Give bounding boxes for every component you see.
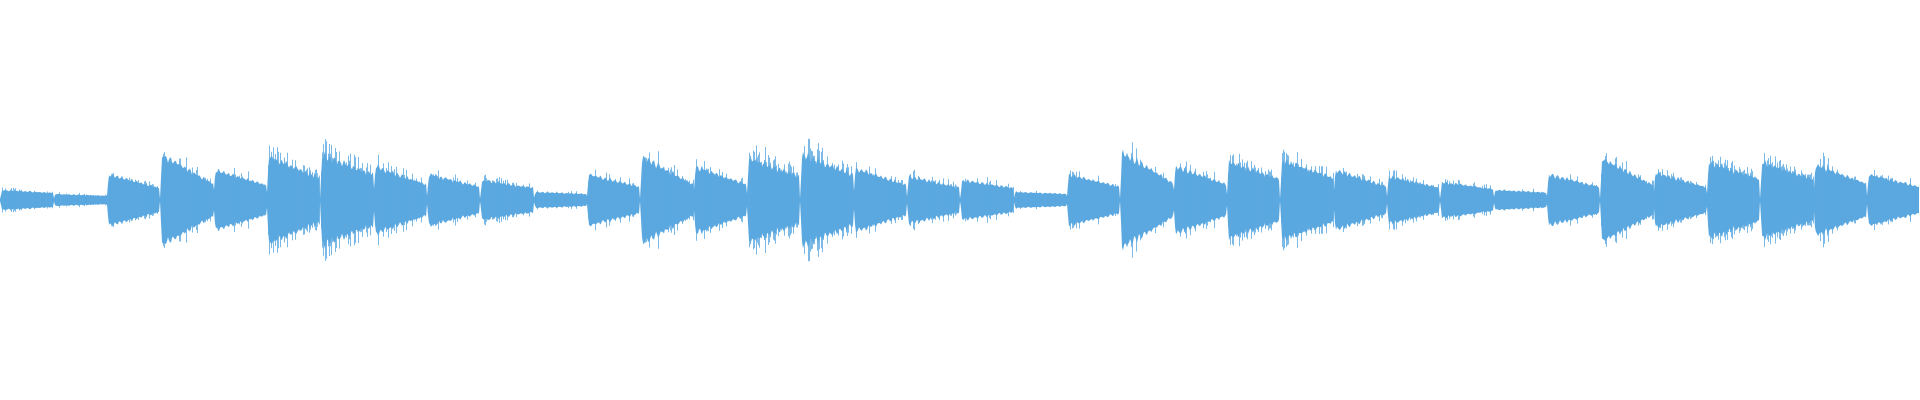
- waveform-trace: [0, 138, 1919, 262]
- waveform-peaks: [1, 138, 1911, 262]
- waveform-body: [0, 149, 1919, 251]
